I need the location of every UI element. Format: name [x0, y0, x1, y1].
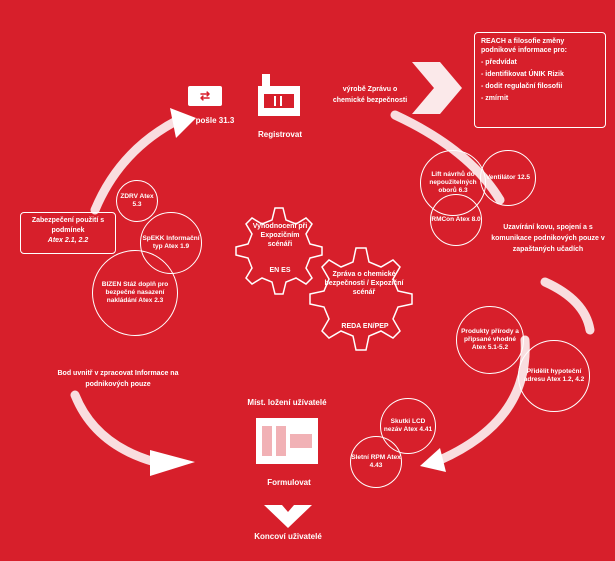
arc-left-lower [70, 390, 160, 467]
end-users-label: Koncoví uživatelé [254, 532, 322, 541]
safe-use-box: Zabezpečení použití s podmínek Atex 2.1,… [20, 212, 116, 254]
csr-label: výrobě Zprávu o chemické bezpečnosti [332, 86, 408, 104]
reach-item-4: zmírnit [481, 93, 599, 105]
gear-1-title: Vyhodnocení při Expozičním scénáři [252, 223, 308, 248]
register-label: Registrovat [257, 130, 302, 139]
arc-right-mid [540, 277, 595, 335]
reach-info-box: REACH a filosofie změny podnikové inform… [474, 32, 606, 128]
circle-produkty: Produkty přírody a připsané vhodné Atex … [456, 306, 524, 374]
reach-item-3: dodit regulační filosofii [481, 81, 599, 93]
reach-item-2: identifikovat ÚNIK Rizik [481, 69, 599, 81]
left-lower-label: Bod uvnitř v zpracovat Informace na podn… [57, 370, 179, 388]
person-icon [256, 418, 318, 464]
formulate-label: Formulovat [267, 478, 311, 487]
chevron-down [264, 505, 312, 528]
arc-top-left [90, 115, 183, 215]
arrowhead-left-bottom [150, 450, 195, 476]
gear-1-shape [235, 207, 323, 295]
factory-icon [258, 74, 300, 116]
flask-icon: ⇄ [188, 86, 222, 106]
downstream-users-label: Míst. ložení užívatelé [247, 398, 327, 407]
arrowhead-top-left [170, 108, 196, 138]
gear-2-code: REDA EN/PEP [341, 323, 389, 330]
circle-ventilator: Ventilátor 12.5 [480, 150, 536, 206]
safe-use-text: Zabezpečení použití s podmínek [31, 217, 105, 234]
circle-bizen: BIZEN Stáž doplň pro bezpečné nasazení n… [92, 250, 178, 336]
reach-item-1: předvídat [481, 57, 599, 69]
gear-1-code: EN ES [269, 267, 291, 274]
arrowhead-bottom-right [420, 448, 446, 472]
circle-pridelit: Přidělit hypoteční adresu Atex 1.2, 4.2 [518, 340, 590, 412]
reach-info-heading: REACH a filosofie změny podnikové inform… [481, 38, 567, 54]
circle-sletni: Sletní RPM Atex 4.43 [350, 436, 402, 488]
safe-use-sub: Atex 2.1, 2.2 [47, 237, 89, 244]
circle-skutki: Skutki LCD nezáv Atex 4.41 [380, 398, 436, 454]
gear-2-shape [309, 247, 413, 351]
chevron-top-right [412, 62, 462, 114]
reach-info-list: předvídat identifikovat ÚNIK Rizik dodit… [481, 57, 599, 105]
circle-rmcon: RMCon Atex 8.0 [430, 194, 482, 246]
right-process-label: Uzavírání kovu, spojení a s komunikace p… [491, 224, 605, 253]
gear-2-title: Zpráva o chemické bezpečnosti / Expozičn… [324, 271, 404, 296]
ctarrow-label: pošle 31.3 [195, 116, 235, 125]
circle-zdrv: ZDRV Atex 5.3 [116, 180, 158, 222]
